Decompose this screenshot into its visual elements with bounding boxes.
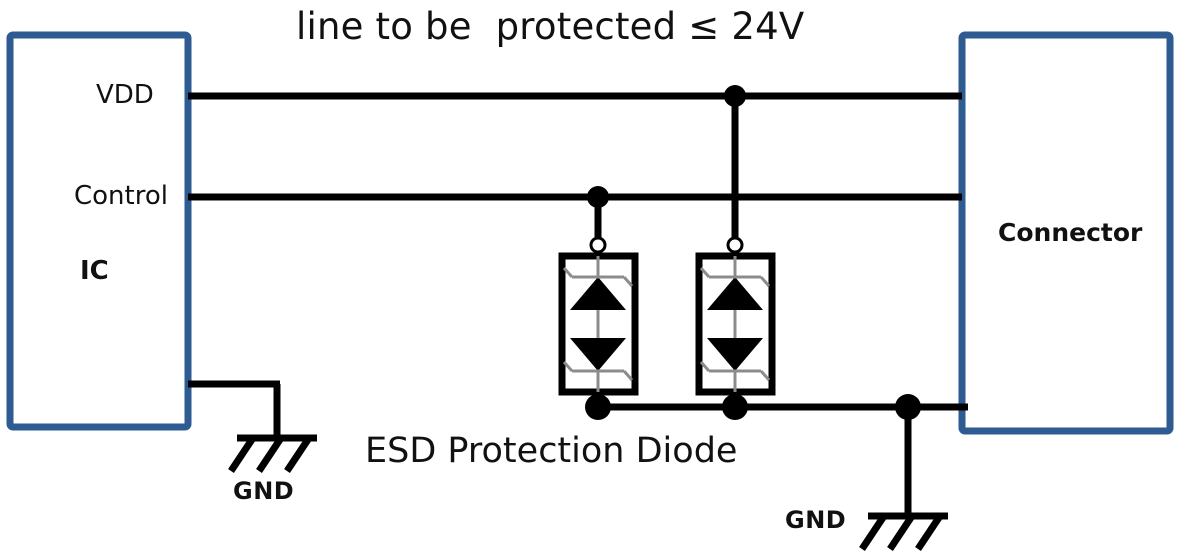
gnd-left-hatch-2 [256,436,284,473]
gnd-label-right: GND [785,506,847,534]
esd-protection-diode-caption: ESD Protection Diode [365,431,738,471]
gnd-label-left: GND [233,477,295,505]
esd-diode-2-bottom-bar-left-bend [699,361,711,372]
gnd-left-hatch-1 [228,436,256,473]
junction-dot-rail-diode-2 [722,394,748,420]
esd-diode-2-bottom-triangle [707,338,763,371]
gnd-left-hatch-3 [284,436,312,473]
ic-pin-label-vdd: VDD [96,80,154,110]
gnd-right-hatch-2 [887,514,915,551]
junction-dot-vdd [724,85,746,107]
ic-pin-label-control: Control [74,181,168,211]
ic-block-label: IC [80,256,109,286]
diagram-title: line to be protected ≤ 24V [296,5,805,48]
esd-diode-1-top-bar-left-bend [562,267,574,278]
esd-diode-1-top-bar-right-bend [622,276,634,287]
junction-dot-control [587,186,609,208]
gnd-right-hatch-3 [915,514,943,551]
gnd-right-hatch-1 [859,514,887,551]
terminal-circle-diode-1 [589,236,607,254]
esd-diode-2-top-triangle [707,277,763,310]
esd-diode-2-bottom-bar-right-bend [759,370,771,381]
connector-block-label: Connector [998,218,1143,247]
junction-dot-rail-diode-1 [585,394,611,420]
terminal-circle-diode-2 [726,236,744,254]
esd-diode-2-top-bar-right-bend [759,276,771,287]
esd-diode-1-top-triangle [570,277,626,310]
esd-diode-1-bottom-triangle [570,338,626,371]
esd-diode-1-bottom-bar-right-bend [622,370,634,381]
ic-block[interactable] [6,31,192,431]
esd-diode-1-bottom-bar-left-bend [562,361,574,372]
connector-block[interactable] [958,31,1174,435]
esd-diode-2-top-bar-left-bend [699,267,711,278]
